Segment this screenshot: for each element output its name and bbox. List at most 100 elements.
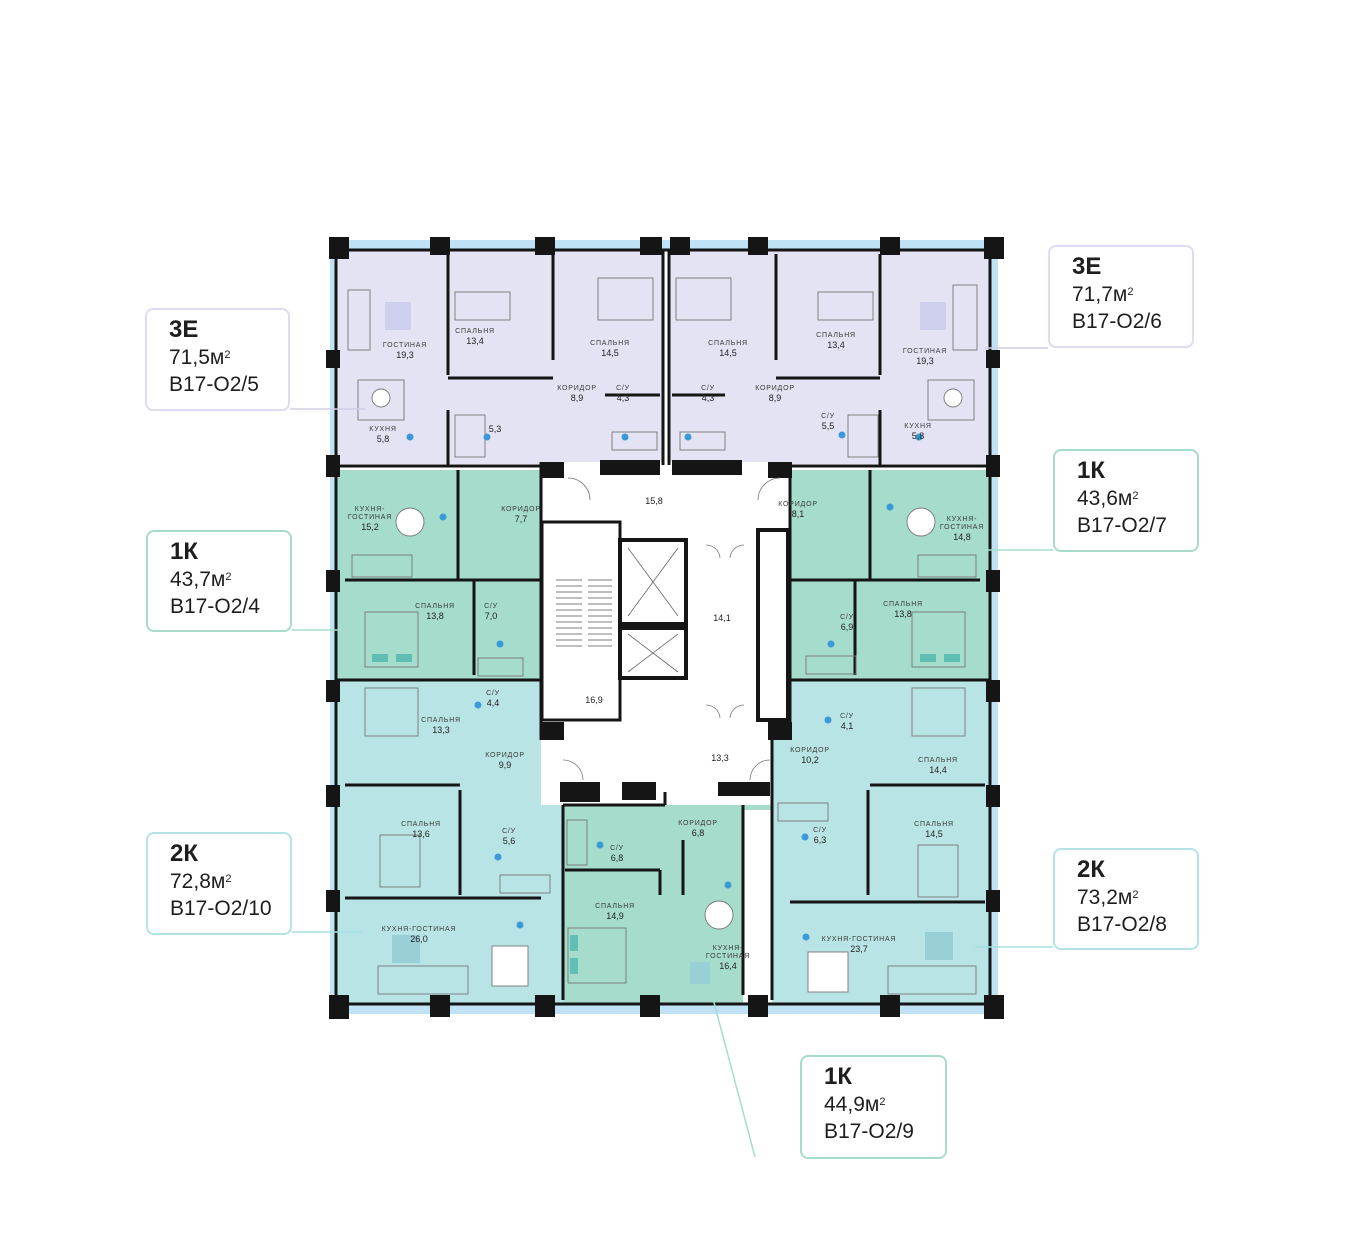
apartment-type: 1К <box>170 538 198 565</box>
tables <box>371 388 963 993</box>
room-area: 6,3 <box>814 835 827 845</box>
stair-steps <box>556 579 612 647</box>
zone-apartment-1k-left <box>336 470 541 680</box>
room-name: СПАЛЬНЯ <box>708 340 748 347</box>
room-name: СПАЛЬНЯ <box>595 903 635 910</box>
room-name: СПАЛЬНЯ <box>883 601 923 608</box>
apartment-card-3e-left[interactable]: 3Е 71,5м2 В17-О2/5 <box>145 308 290 411</box>
room-label: С/У6,9 <box>840 614 854 632</box>
room-name: СПАЛЬНЯ <box>816 332 856 339</box>
room-area: 13,4 <box>466 336 484 346</box>
apartment-area: 72,8м2 <box>170 870 232 893</box>
room-area: 8,9 <box>769 393 782 403</box>
apartment-card-2k-left[interactable]: 2К 72,8м2 В17-О2/10 <box>146 832 292 935</box>
room-label: С/У4,3 <box>616 385 630 403</box>
columns <box>326 237 1004 1019</box>
apartment-type: 2К <box>170 840 198 867</box>
room-name: КУХНЯ <box>369 426 396 433</box>
room-area: 4,3 <box>702 393 715 403</box>
door-arcs <box>562 477 781 781</box>
room-area: 4,1 <box>841 721 854 731</box>
room-name: ГОСТИНАЯ <box>706 953 750 960</box>
room-label: С/У4,4 <box>486 690 500 708</box>
room-area: 13,4 <box>827 340 845 350</box>
room-area: 4,4 <box>487 698 500 708</box>
apartment-type: 3Е <box>1072 253 1102 280</box>
room-area: 10,2 <box>801 755 819 765</box>
room-area: 26,0 <box>410 934 428 944</box>
room-area: 9,9 <box>499 760 512 770</box>
room-name: ГОСТИНАЯ <box>903 348 947 355</box>
room-area: 6,8 <box>692 828 705 838</box>
apartment-code: В17-О2/6 <box>1072 310 1162 333</box>
apartment-code: В17-О2/8 <box>1077 913 1167 936</box>
furniture <box>347 277 978 995</box>
zone-apartment-2k-right <box>772 680 990 1004</box>
room-name: С/У <box>840 713 854 720</box>
apartment-code: В17-О2/4 <box>170 595 260 618</box>
room-area: 14,5 <box>925 829 943 839</box>
apartment-card-1k-bottom[interactable]: 1К 44,9м2 В17-О2/9 <box>800 1055 947 1159</box>
room-area: 19,3 <box>916 356 934 366</box>
room-area: 5,6 <box>503 836 516 846</box>
room-name: СПАЛЬНЯ <box>415 603 455 610</box>
room-label: С/У6,3 <box>813 827 827 845</box>
room-name: СПАЛЬНЯ <box>590 340 630 347</box>
interior-walls <box>336 250 990 1000</box>
apartment-area: 43,7м2 <box>170 568 232 591</box>
room-area: 6,8 <box>611 853 624 863</box>
apartment-code: В17-О2/5 <box>169 373 259 396</box>
room-area: 7,7 <box>515 514 528 524</box>
room-area: 4,3 <box>617 393 630 403</box>
apartment-card-1k-left[interactable]: 1К 43,7м2 В17-О2/4 <box>146 530 292 632</box>
room-name: С/У <box>616 385 630 392</box>
accent-tiles <box>385 302 946 330</box>
room-area: 5,8 <box>377 434 390 444</box>
room-name: КУХНЯ- <box>713 945 744 952</box>
room-name: КУХНЯ <box>904 423 931 430</box>
room-name: СПАЛЬНЯ <box>421 717 461 724</box>
room-name: С/У <box>486 690 500 697</box>
apartment-area: 73,2м2 <box>1077 886 1139 909</box>
room-name: ГОСТИНАЯ <box>383 342 427 349</box>
room-name: КОРИДОР <box>557 385 597 392</box>
room-name: КОРИДОР <box>778 501 818 508</box>
apartment-code: В17-О2/9 <box>824 1120 914 1143</box>
room-area: 15,2 <box>361 522 379 532</box>
room-name: СПАЛЬНЯ <box>918 757 958 764</box>
zone-apartment-2k-left <box>336 680 563 1004</box>
apartment-card-2k-right[interactable]: 2К 73,2м2 В17-О2/8 <box>1053 848 1199 950</box>
room-name: С/У <box>840 614 854 621</box>
zone-apartment-1k-right <box>790 470 990 680</box>
room-name: СПАЛЬНЯ <box>914 821 954 828</box>
common-area-labels: 15,814,116,913,3 <box>585 496 731 763</box>
room-name: КОРИДОР <box>678 820 718 827</box>
room-area: 23,7 <box>850 944 868 954</box>
apartment-type: 1К <box>1077 457 1105 484</box>
apartment-card-3e-right[interactable]: 3Е 71,7м2 В17-О2/6 <box>1048 245 1194 348</box>
apartment-area: 71,7м2 <box>1072 283 1134 306</box>
room-area: 13,8 <box>426 611 444 621</box>
apartment-card-1k-right[interactable]: 1К 43,6м2 В17-О2/7 <box>1053 449 1199 552</box>
apartment-area: 71,5м2 <box>169 346 231 369</box>
room-area: 13,8 <box>894 609 912 619</box>
